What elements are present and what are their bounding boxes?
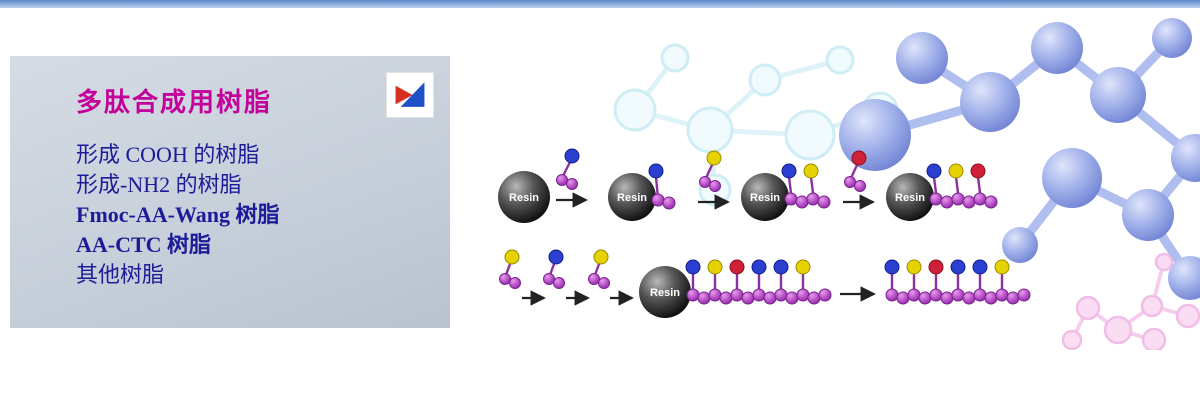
resin-label: Resin [895, 192, 925, 204]
amino-acid-unit [699, 150, 722, 192]
resin-sphere: Resin [608, 173, 656, 221]
resin-sphere: Resin [886, 173, 934, 221]
pink-molecule [1061, 252, 1200, 350]
peptide-on-resin [926, 163, 998, 209]
company-logo [386, 72, 434, 118]
resin-label: Resin [509, 192, 539, 204]
amino-acid-unit [543, 249, 565, 289]
peptide-chain [685, 259, 832, 305]
resin-label: Resin [650, 287, 680, 299]
synthesis-row-2: Resin [499, 249, 1031, 318]
peptide-synthesis-illustration: Resin Resin Resin [498, 18, 1200, 350]
peptide-on-resin [781, 163, 831, 209]
background-molecules [613, 18, 1200, 350]
top-accent-bar [0, 0, 1200, 8]
menu-panel: 多肽合成用树脂 形成 COOH 的树脂 形成-NH2 的树脂 Fmoc-AA-W… [10, 56, 450, 328]
menu-item-fmoc-aa-wang-resin[interactable]: Fmoc-AA-Wang 树脂 [76, 202, 280, 227]
resin-menu: 形成 COOH 的树脂 形成-NH2 的树脂 Fmoc-AA-Wang 树脂 A… [76, 140, 279, 290]
resin-label: Resin [750, 192, 780, 204]
resin-sphere: Resin [741, 173, 789, 221]
amino-acid-unit [556, 148, 580, 190]
peptide-on-resin [648, 163, 676, 210]
menu-item-cooh-resin[interactable]: 形成 COOH 的树脂 [76, 142, 260, 167]
amino-acid-unit [499, 249, 521, 289]
panel-title: 多肽合成用树脂 [76, 87, 273, 117]
resin-label: Resin [617, 192, 647, 204]
menu-item-aa-ctc-resin[interactable]: AA-CTC 树脂 [76, 232, 212, 257]
menu-item-nh2-resin[interactable]: 形成-NH2 的树脂 [76, 172, 242, 197]
menu-item-other-resins[interactable]: 其他树脂 [76, 262, 165, 287]
resin-sphere: Resin [498, 171, 550, 223]
logo-icon [395, 82, 425, 107]
synthesis-row-1: Resin Resin Resin [498, 148, 998, 223]
peptide-chain [884, 259, 1031, 305]
resin-sphere: Resin [639, 266, 691, 318]
periwinkle-molecule [839, 18, 1200, 300]
amino-acid-unit [588, 249, 610, 289]
amino-acid-unit [844, 150, 867, 192]
